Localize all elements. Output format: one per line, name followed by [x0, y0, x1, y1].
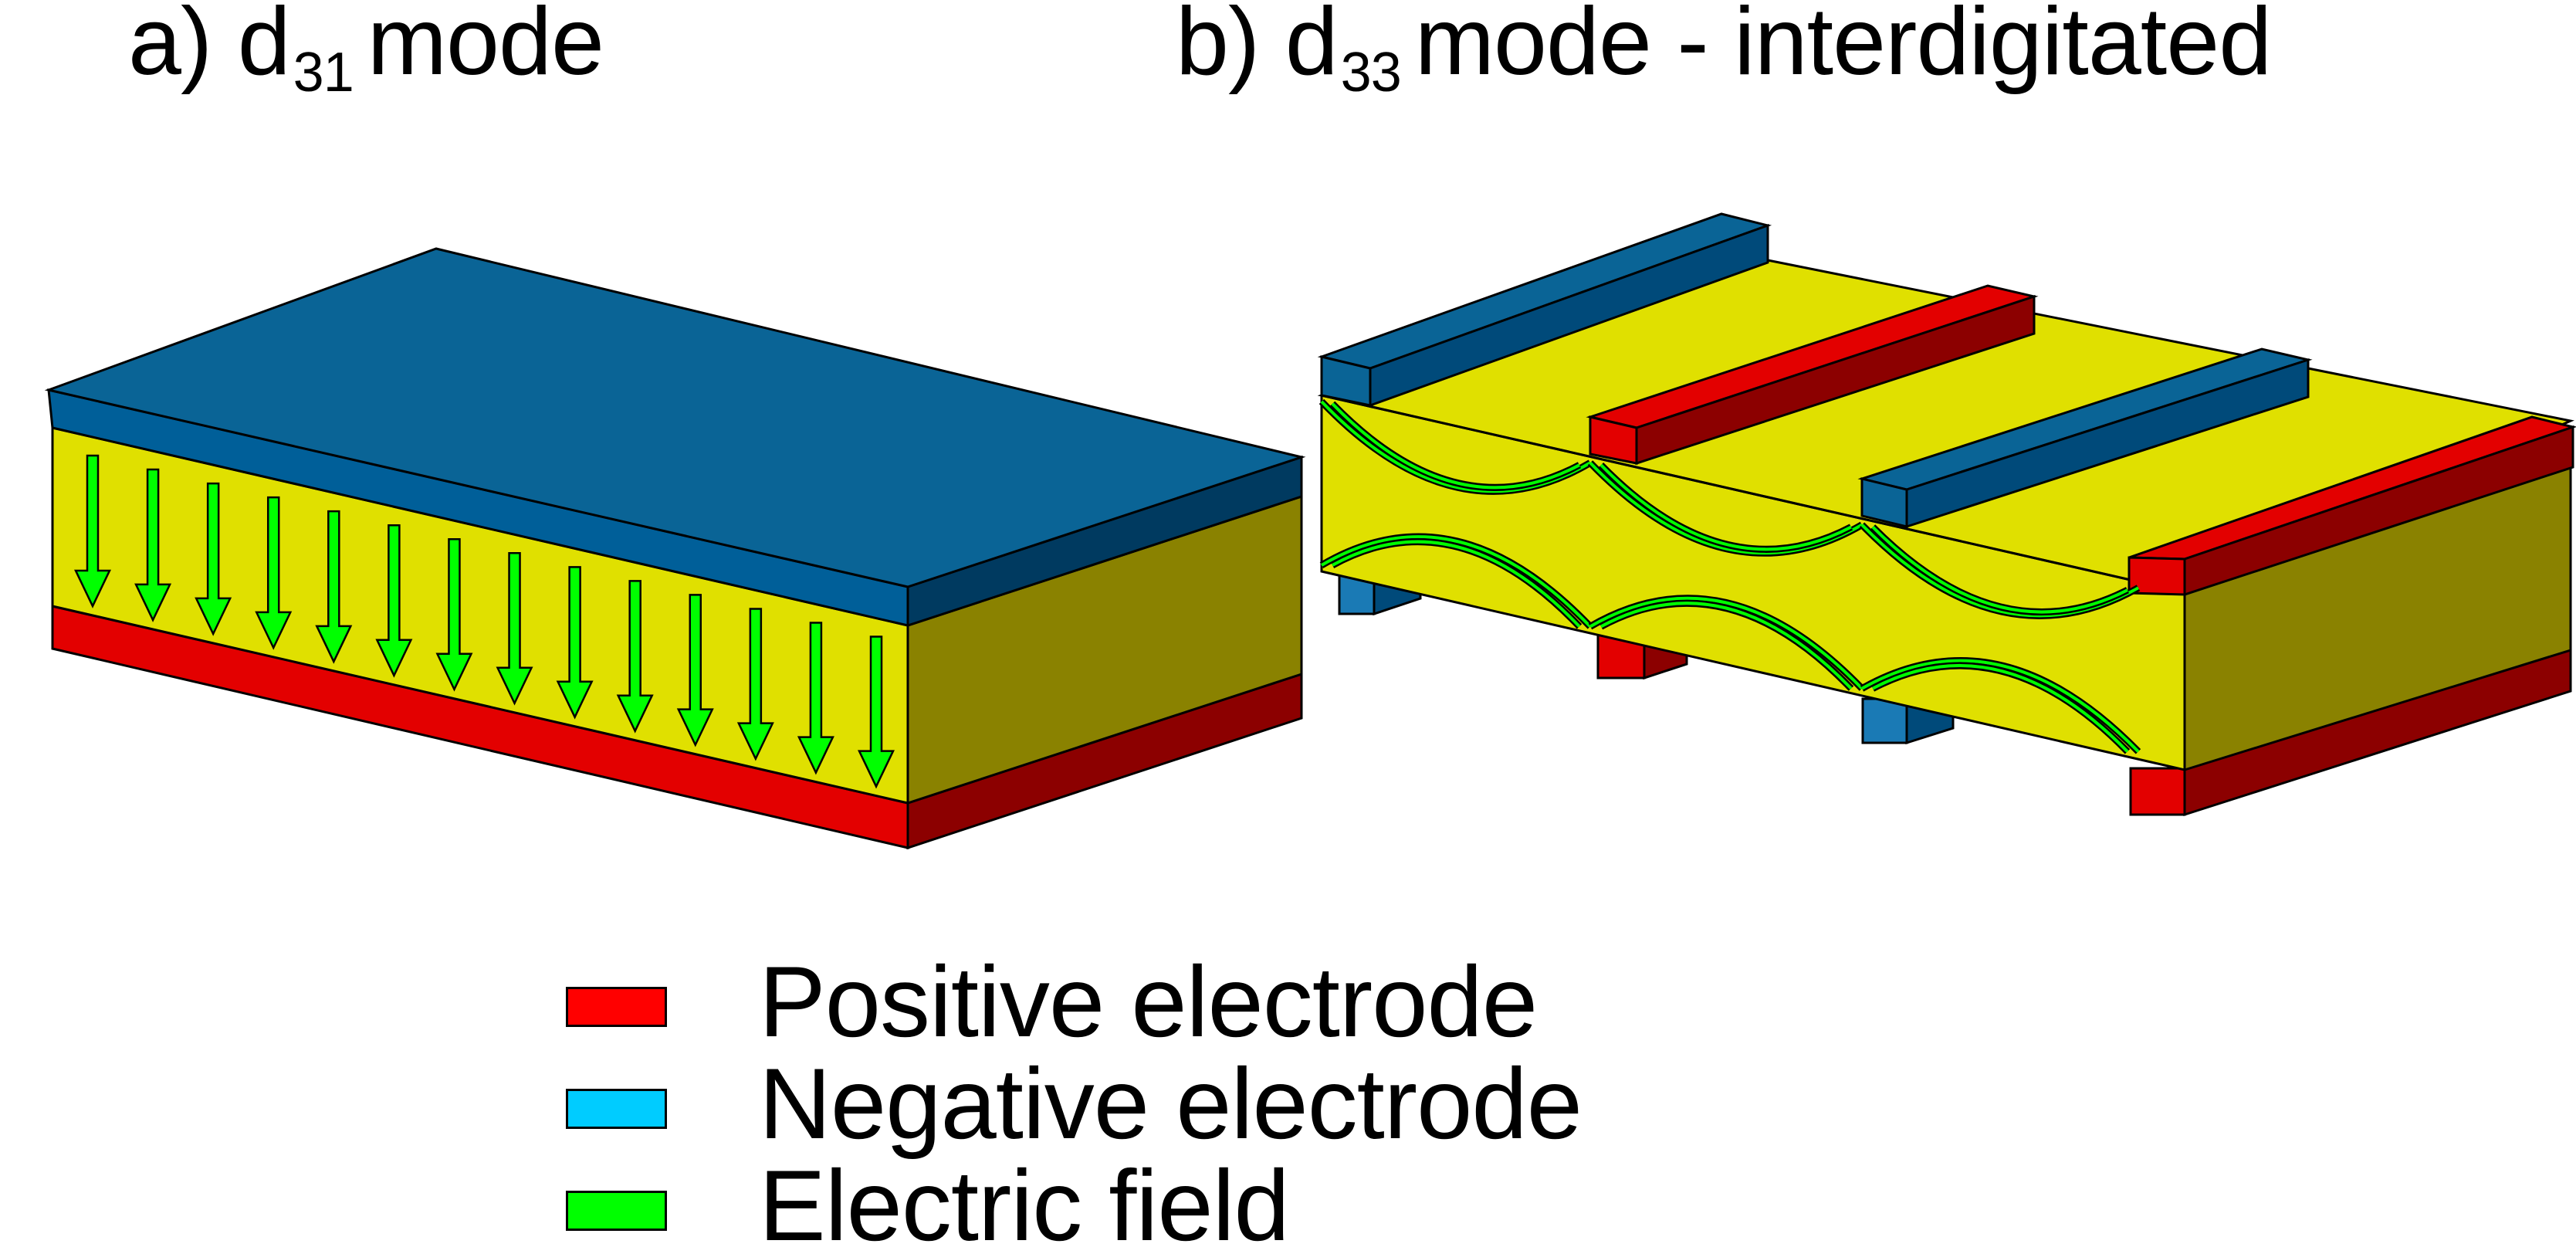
- negative-electrode-swatch: [566, 1089, 667, 1129]
- panel-a-title-prefix: a) d: [128, 0, 291, 95]
- d33-field-line-upper: [1599, 463, 1852, 551]
- d33-bottom-electrode-red-2: [2129, 767, 2186, 816]
- d33-field-line-lower: [1872, 663, 2129, 753]
- d31-electric-field-arrows: [74, 454, 895, 789]
- positive-electrode-swatch: [566, 987, 667, 1027]
- d33-field-line-lower: [1320, 535, 1592, 628]
- d31-field-arrow: [556, 566, 594, 720]
- d33-top-electrode-red-2-side: [2183, 425, 2574, 597]
- d33-top-electrode-blue-1-side: [1369, 223, 1769, 408]
- d33-block: [1317, 212, 2576, 817]
- d33-field-line-lower: [1589, 596, 1863, 690]
- d33-field-line-lower: [1600, 602, 1853, 690]
- d33-field-line-lower: [1861, 659, 2140, 753]
- d31-field-arrow: [375, 524, 413, 678]
- negative-electrode-label: Negative electrode: [759, 1047, 1582, 1160]
- panel-a-title-suffix: mode: [367, 0, 604, 95]
- d31-field-arrow: [134, 468, 172, 622]
- d31-field-arrow: [736, 608, 774, 761]
- d31-field-arrow: [496, 552, 533, 706]
- d31-field-arrow: [797, 622, 834, 775]
- electric-field-swatch: [566, 1191, 667, 1231]
- positive-electrode-label: Positive electrode: [759, 945, 1538, 1058]
- panel-b-title-subscript: 33: [1340, 42, 1402, 103]
- d33-top-electrode-red-1-side: [1635, 294, 2036, 466]
- d31-field-arrow: [616, 580, 654, 734]
- d31-field-arrow: [195, 482, 232, 636]
- d31-field-arrow: [858, 635, 895, 789]
- d31-field-arrow: [676, 594, 714, 747]
- d33-field-line-upper: [1331, 402, 1580, 490]
- d33-top-electrode-blue-2-side: [1905, 358, 2310, 529]
- d33-field-line-upper: [1871, 526, 2128, 614]
- panel-b-title-suffix: mode - interdigitated: [1414, 0, 2272, 95]
- d31-top-electrode-top: [44, 247, 1306, 588]
- panel-b-title-prefix: b) d: [1176, 0, 1339, 95]
- d31-field-arrow: [435, 538, 473, 692]
- d33-field-line-lower: [1332, 540, 1581, 628]
- d33-electric-field-lines: [1318, 398, 2141, 754]
- d31-block: [44, 247, 1306, 850]
- d31-field-arrow: [74, 454, 111, 608]
- panel-a-title-subscript: 31: [293, 42, 354, 103]
- electric-field-label: Electric field: [759, 1149, 1290, 1254]
- d31-field-arrow: [255, 496, 293, 650]
- d31-field-arrow: [315, 510, 353, 664]
